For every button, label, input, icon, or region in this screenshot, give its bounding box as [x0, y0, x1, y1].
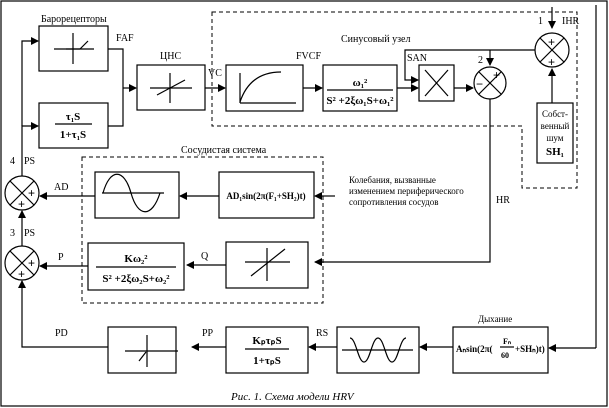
svg-text:+: + [28, 256, 35, 270]
ihr-feedback-to-multiplier [404, 49, 490, 84]
signal-label-hr: HR [496, 195, 510, 206]
summator-2[interactable]: + − [473, 66, 507, 100]
svg-text:+: + [548, 55, 555, 69]
summator-4-number: 4 [10, 156, 15, 167]
breathing-title: Дыхание [478, 314, 512, 324]
own-noise-line3: шум [546, 133, 563, 143]
breathing-formula-a: Aₙsin(2π( [456, 344, 493, 354]
summator-3[interactable]: + + [4, 245, 40, 281]
derivative-filter-block[interactable] [38, 102, 109, 149]
vascular-group-label: Сосудистая система [181, 145, 267, 156]
linear-gain-icon [150, 73, 192, 103]
faf-combine-wire [108, 48, 124, 127]
ad-sine-block[interactable] [94, 171, 180, 219]
signal-label-fvcf: FVCF [296, 51, 321, 62]
summator-4[interactable]: + + [4, 175, 40, 211]
summator-3-number: 3 [10, 228, 15, 239]
svg-text:+: + [18, 197, 25, 211]
signal-label-pp: PP [202, 328, 214, 339]
signal-label-ps4: PS [24, 156, 35, 167]
breathing-formula-b: +SHₙ)t) [515, 344, 545, 354]
derivative-filter-denominator: 1+τ₁S [60, 129, 86, 141]
svg-text:+: + [18, 267, 25, 281]
signal-label-ihr: IHR [562, 16, 580, 27]
vascular-group-border [81, 156, 324, 304]
pd-wire [18, 280, 108, 348]
sinus-tf-denominator: S² +2ξω₁S+ω₁² [326, 95, 394, 107]
hr-wire [314, 99, 491, 266]
annotation-line1: Колебания, вызванные [349, 175, 436, 185]
multiply-icon [424, 69, 449, 97]
sinus-second-order-block[interactable] [322, 64, 398, 112]
saturation-block[interactable] [225, 64, 304, 112]
ps-to-baroreceptors-arrow [21, 37, 39, 126]
sine-wave-icon [102, 173, 164, 213]
saturation-curve-icon [239, 71, 296, 104]
svg-text:+: + [493, 68, 500, 82]
vascular-tf-numerator: Kω₂² [124, 253, 148, 265]
ps-to-derivative-arrow [21, 122, 39, 176]
vascular-tf-denominator: S² +2ξω₂S+ω₂² [102, 273, 170, 285]
breathing-formula-frac-num: Fₙ [503, 337, 511, 346]
signal-label-ad: AD [54, 182, 68, 193]
sinus-node-group-label: Синусовый узел [341, 34, 410, 45]
sine-wave-icon [342, 337, 413, 363]
signal-label-rs: RS [316, 328, 328, 339]
baroreceptors-title: Барорецепторы [41, 14, 107, 25]
own-noise-line2: венный [541, 121, 570, 131]
sinus-tf-numerator: ω₁² [353, 77, 368, 89]
svg-text:+: + [28, 186, 35, 200]
signal-label-faf: FAF [116, 33, 134, 44]
linear-gain-icon [245, 248, 290, 281]
signal-label-pd: PD [55, 328, 68, 339]
sinus-node-group-border [211, 11, 578, 189]
lead-filter-denominator: 1+τₚS [253, 355, 281, 367]
breathing-formula-frac-den: 60 [501, 351, 509, 360]
svg-text:−: − [476, 77, 483, 91]
deadzone-icon [125, 335, 178, 367]
signal-label-vc: VC [208, 68, 222, 79]
derivative-filter-numerator: τ₁S [66, 111, 81, 123]
summator-2-number: 2 [478, 55, 483, 66]
figure-caption: Рис. 1. Схема модели HRV [230, 391, 355, 403]
lead-filter-numerator: KₚτₚS [252, 335, 281, 347]
ad-generator-formula: AD₁sin(2π(F₁+SH₂)t) [226, 191, 305, 201]
breathing-generator-block[interactable] [452, 326, 549, 374]
own-noise-block[interactable] [536, 102, 574, 164]
svg-text:+: + [548, 35, 555, 49]
own-noise-line4: SH₁ [546, 146, 564, 158]
signal-label-san: SAN [407, 53, 427, 64]
signal-label-p: P [58, 252, 64, 263]
summator-1-number: 1 [538, 16, 543, 27]
summator-1[interactable]: + + [534, 32, 570, 69]
deadzone-icon [54, 33, 94, 64]
annotation-line2: изменением периферического [349, 186, 464, 196]
signal-label-q: Q [201, 251, 209, 262]
signal-label-ps3: PS [24, 228, 35, 239]
cns-title: ЦНС [160, 51, 181, 62]
annotation-line3: сопротивления сосудов [349, 197, 438, 207]
ad-generator-block[interactable] [218, 171, 315, 219]
deadzone-pd-block[interactable] [107, 326, 177, 374]
own-noise-line1: Собст- [542, 109, 568, 119]
